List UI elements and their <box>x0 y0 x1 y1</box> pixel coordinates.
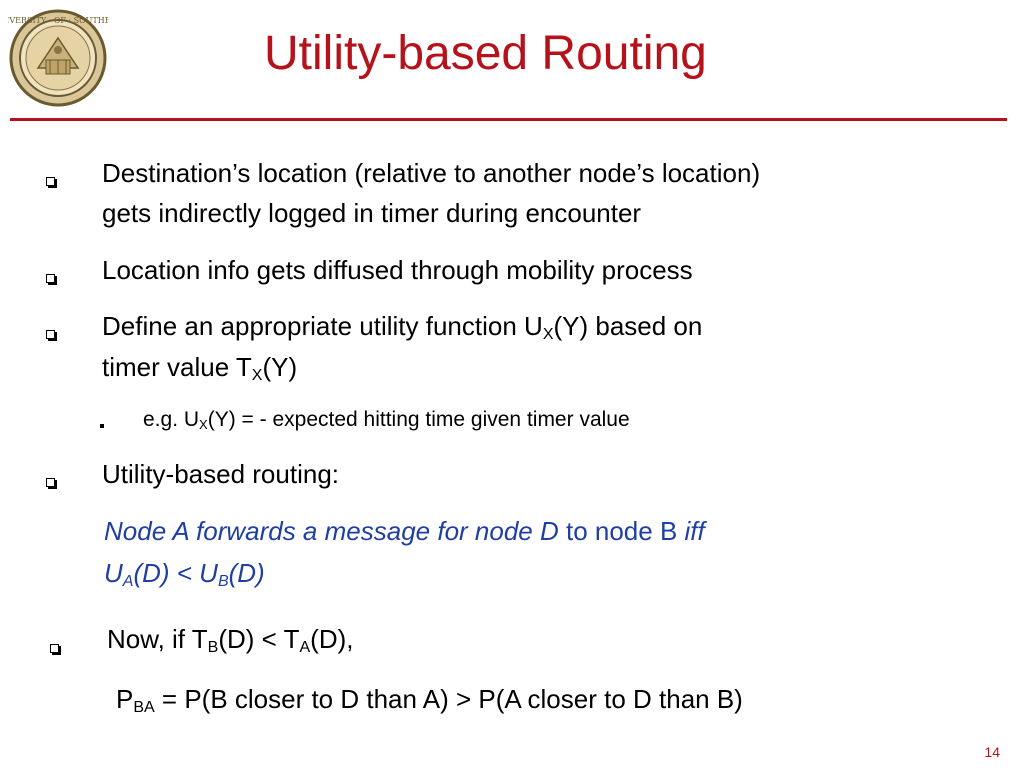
bullet-1-line-1: Destination’s location (relative to anot… <box>102 158 761 188</box>
bullet-1-line-2: gets indirectly logged in timer during e… <box>102 198 642 228</box>
bullet-marker <box>46 177 55 186</box>
bullet-marker <box>50 644 59 653</box>
bullet-4-text: Utility-based routing: <box>102 459 339 489</box>
title-divider <box>10 118 1007 121</box>
bullet-3-line-2: timer value TX(Y) <box>102 352 298 384</box>
bullet-2-text: Location info gets diffused through mobi… <box>102 255 693 285</box>
sub-bullet-text: e.g. UX(Y) = - expected hitting time giv… <box>143 408 630 432</box>
page-number: 14 <box>984 744 1000 760</box>
sub-bullet-marker <box>100 424 104 428</box>
routing-rule-line-2: UA(D) < UB(D) <box>104 558 265 590</box>
bullet-marker <box>46 478 55 487</box>
slide-title: Utility-based Routing <box>264 27 707 80</box>
bullet-marker <box>46 274 55 283</box>
university-seal-icon: UNIVERSITY · OF · SOUTHERN <box>8 9 108 107</box>
routing-rule-line-1: Node A forwards a message for node D to … <box>104 516 705 546</box>
bullet-marker <box>46 330 55 339</box>
probability-statement: PBA = P(B closer to D than A) > P(A clos… <box>116 684 743 716</box>
bullet-3-line-1: Define an appropriate utility function U… <box>102 311 703 343</box>
svg-text:UNIVERSITY · OF · SOUTHERN: UNIVERSITY · OF · SOUTHERN <box>8 16 108 25</box>
bullet-5-text: Now, if TB(D) < TA(D), <box>107 624 354 656</box>
